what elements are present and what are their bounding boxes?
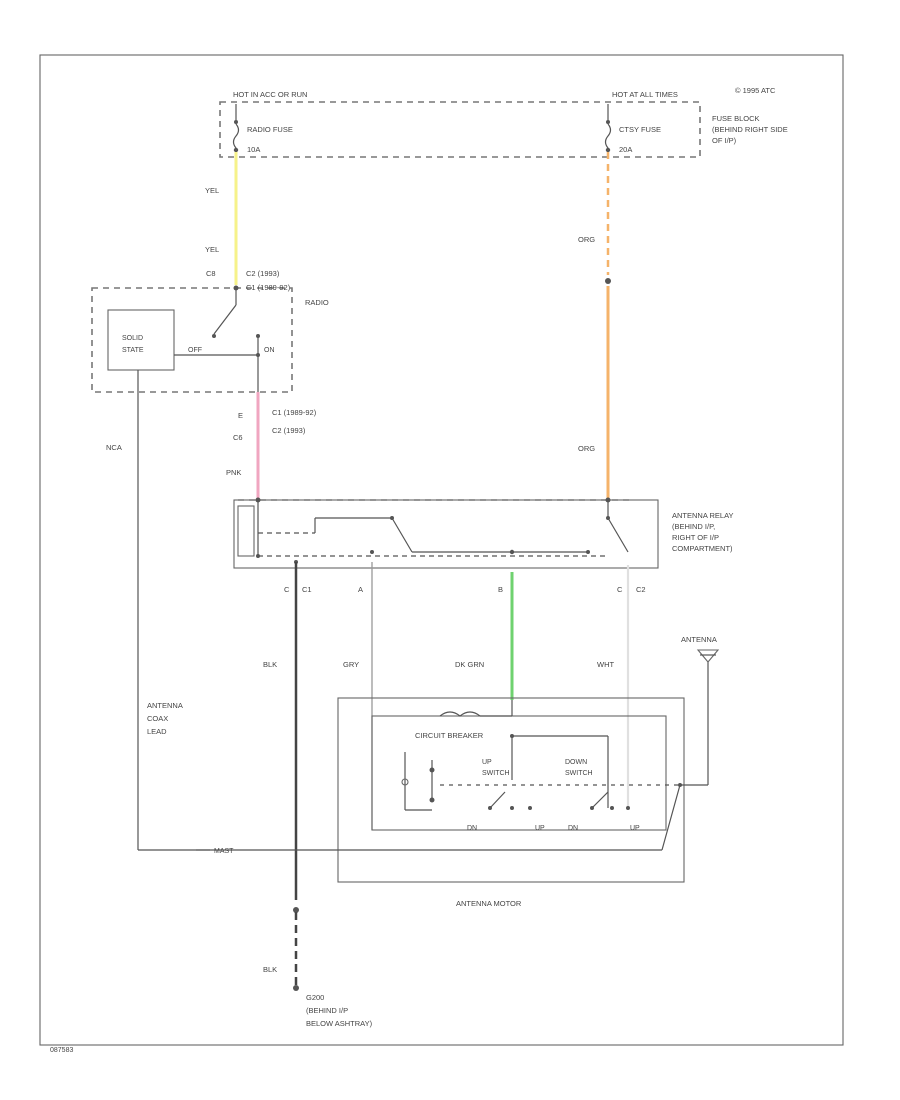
motor-up-label-2: UP	[630, 825, 640, 832]
up-switch-label-2: SWITCH	[482, 770, 510, 777]
copyright-text: © 1995 ATC	[735, 86, 776, 95]
ground-label-3: BELOW ASHTRAY)	[306, 1019, 373, 1028]
yel-wire-label-1: YEL	[205, 186, 219, 195]
motor-dn-label-1: DN	[467, 825, 477, 832]
down-switch-symbol	[590, 791, 630, 810]
radio-outline	[91, 287, 293, 393]
org-wire-label-2: ORG	[578, 444, 595, 453]
gry-wire-label: GRY	[343, 660, 359, 669]
radio-c2b-label: C2 (1993)	[272, 426, 306, 435]
down-switch-label-2: SWITCH	[565, 770, 593, 777]
radio-c1b-label: C1 (1989-92)	[272, 408, 317, 417]
radio-off-label: OFF	[188, 347, 202, 354]
yel-wire-label-2: YEL	[205, 245, 219, 254]
radio-pin-e-label: E	[238, 411, 243, 420]
fuse-right-fuse-label: CTSY FUSE	[619, 125, 661, 134]
radio-fuse-symbol	[232, 104, 240, 153]
diagram-code: 087583	[50, 1047, 73, 1054]
motor-up-label-1: UP	[535, 825, 545, 832]
ground-terminal	[293, 985, 299, 991]
relay-conn-c2: C2	[636, 585, 646, 594]
pnk-wire-label: PNK	[226, 468, 241, 477]
up-switch-label-1: UP	[482, 759, 492, 766]
fuse-right-amp-label: 20A	[619, 145, 632, 154]
radio-c6-label: C6	[233, 433, 243, 442]
radio-on-label: ON	[264, 347, 275, 354]
wht-wire-label: WHT	[597, 660, 614, 669]
fuse-right-hot-label: HOT AT ALL TIMES	[612, 90, 678, 99]
ground-splice	[293, 907, 299, 913]
antenna-motor-label: ANTENNA MOTOR	[456, 899, 522, 908]
down-switch-label-1: DOWN	[565, 759, 587, 766]
antenna-motor-box	[337, 697, 685, 883]
ground-label-2: (BEHIND I/P	[306, 1006, 348, 1015]
ground-label-1: G200	[306, 993, 324, 1002]
solid-state-box	[107, 309, 175, 371]
org-wire-label-1: ORG	[578, 235, 595, 244]
motor-dn-label-2: DN	[568, 825, 578, 832]
antenna-relay-box	[233, 499, 659, 569]
radio-switch	[174, 290, 260, 392]
fuse-left-fuse-label: RADIO FUSE	[247, 125, 293, 134]
fuse-left-amp-label: 10A	[247, 145, 260, 154]
relay-pin-a: A	[358, 585, 363, 594]
radio-label: RADIO	[305, 298, 329, 307]
antenna-coax-label-1: ANTENNA	[147, 701, 183, 710]
solid-state-label-2: STATE	[122, 347, 144, 354]
relay-pin-b: B	[498, 585, 503, 594]
radio-c1-label: C1 (1989-92)	[246, 283, 291, 292]
blk-wire-label-2: BLK	[263, 965, 277, 974]
solid-state-label-1: SOLID	[122, 335, 143, 342]
relay-pin-c-left: C	[284, 585, 290, 594]
org-wire-splice	[605, 278, 611, 284]
motor-inner-box	[371, 715, 667, 831]
ctsy-fuse-symbol	[604, 104, 612, 153]
relay-internals	[237, 497, 629, 564]
antenna-label: ANTENNA	[681, 635, 717, 644]
up-switch-symbol	[488, 736, 532, 810]
radio-input-pin	[233, 285, 239, 291]
relay-pin-c-right: C	[617, 585, 623, 594]
coax-lead	[138, 662, 709, 851]
antenna-coax-label-2: COAX	[147, 714, 168, 723]
diagram-border	[39, 54, 844, 1046]
dk-grn-wire-label: DK GRN	[455, 660, 484, 669]
radio-c2-label: C2 (1993)	[246, 269, 280, 278]
antenna-icon	[696, 649, 720, 663]
circuit-breaker-symbol	[439, 700, 609, 808]
nca-wire-label: NCA	[106, 443, 122, 452]
radio-c8-label: C8	[206, 269, 216, 278]
antenna-coax-label-3: LEAD	[147, 727, 167, 736]
mast-label: MAST	[214, 848, 234, 855]
blk-wire-label-1: BLK	[263, 660, 277, 669]
fuse-block-outline	[219, 101, 701, 158]
motor-armature	[401, 752, 680, 811]
circuit-breaker-label: CIRCUIT BREAKER	[415, 731, 484, 740]
relay-conn-c1: C1	[302, 585, 312, 594]
fuse-left-hot-label: HOT IN ACC OR RUN	[233, 90, 307, 99]
